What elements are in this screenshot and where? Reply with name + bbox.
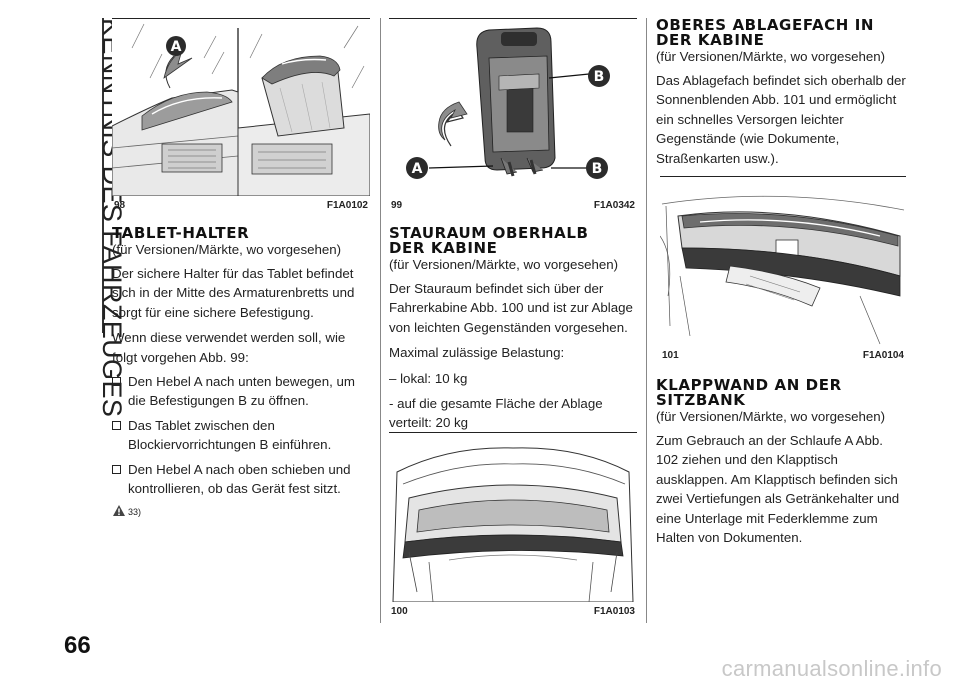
section-subheading: (für Versionen/Märkte, wo vorgesehen) [112, 242, 342, 257]
warning-reference: 33) [112, 504, 370, 517]
section-heading-line-1: KLAPPWAND AN DER [656, 376, 842, 394]
page-number: 66 [64, 632, 91, 659]
step-text: Das Tablet zwischen den Blockiervorricht… [128, 417, 332, 453]
figure-101: 101 F1A0104 [660, 176, 906, 364]
section-heading-line-2: DER KABINE [656, 31, 765, 49]
paragraph: - auf die gesamte Fläche der Ablage vert… [389, 396, 603, 431]
paragraph: Der sichere Halter für das Tablet befind… [112, 266, 355, 320]
figure-98: A 98 F1A0102 [112, 18, 370, 214]
section-heading-line-1: OBERES ABLAGEFACH IN [656, 16, 875, 34]
figure-99-caption: 99 F1A0342 [389, 196, 637, 214]
figure-101-illustration [660, 176, 906, 346]
column-separator [380, 18, 381, 623]
section-subheading: (für Versionen/Märkte, wo vorgesehen) [656, 49, 886, 64]
paragraph: Maximal zulässige Belastung: [389, 345, 565, 361]
section-subheading: (für Versionen/Märkte, wo vorgesehen) [656, 409, 886, 424]
upper-compartment-section: OBERES ABLAGEFACH IN DER KABINE (für Ver… [656, 18, 906, 168]
figure-code: F1A0103 [593, 606, 635, 617]
figure-100-illustration [389, 432, 637, 602]
section-heading-line-2: SITZBANK [656, 391, 746, 409]
step-text: Den Hebel A nach unten bewegen, um die B… [128, 374, 355, 409]
column-3: OBERES ABLAGEFACH IN DER KABINE (für Ver… [656, 18, 906, 545]
figure-code: F1A0342 [593, 200, 635, 211]
tablet-holder-section: TABLET-HALTER (für Versionen/Märkte, wo … [112, 226, 370, 517]
figure-100-caption: 100 F1A0103 [389, 602, 637, 620]
checkbox-bullet-icon [112, 377, 121, 387]
section-heading-line-2: DER KABINE [389, 239, 498, 257]
storage-above-cabin-section: STAURAUM OBERHALB DER KABINE (für Versio… [389, 226, 637, 433]
section-heading-line-1: STAURAUM OBERHALB [389, 224, 589, 242]
figure-98-illustration: A [112, 18, 370, 196]
paragraph: – lokal: 10 kg [389, 370, 468, 386]
figure-99: B A B 99 F1A0342 [389, 18, 637, 214]
step-text: Den Hebel A nach oben schieben und kontr… [128, 461, 351, 497]
step-item: Das Tablet zwischen den Blockiervorricht… [112, 416, 370, 455]
figure-99-marker-a: A [412, 161, 423, 177]
side-tab: KENNTNIS DES FAHRZEUGES [0, 0, 127, 686]
figure-101-caption: 101 F1A0104 [660, 346, 906, 364]
folding-wall-section: KLAPPWAND AN DER SITZBANK (für Versionen… [656, 378, 906, 547]
figure-number: 101 [662, 350, 679, 361]
column-separator [646, 18, 647, 623]
figure-number: 99 [391, 200, 403, 211]
paragraph: Wenn diese verwendet werden soll, wie fo… [112, 330, 346, 365]
figure-code: F1A0102 [326, 200, 368, 211]
paragraph: Zum Gebrauch an der Schlaufe A Abb. 102 … [656, 433, 900, 546]
checkbox-bullet-icon [112, 464, 121, 474]
warning-number: 33) [128, 507, 142, 518]
figure-number: 100 [391, 606, 408, 617]
section-subheading: (für Versionen/Märkte, wo vorgesehen) [389, 257, 619, 272]
figure-number: 98 [114, 200, 126, 211]
figure-98-caption: 98 F1A0102 [112, 196, 370, 214]
section-heading: TABLET-HALTER [112, 224, 250, 242]
step-item: Den Hebel A nach unten bewegen, um die B… [112, 372, 370, 411]
figure-98-marker-a: A [171, 39, 182, 55]
side-tab-rule [102, 18, 104, 333]
figure-99-marker-b-top: B [594, 69, 605, 85]
step-item: Den Hebel A nach oben schieben und kontr… [112, 460, 370, 499]
paragraph: Das Ablagefach befindet sich oberhalb de… [656, 73, 906, 166]
paragraph: Der Stauraum befindet sich über der Fahr… [389, 281, 633, 335]
figure-99-illustration: B A B [389, 18, 637, 196]
watermark: carmanualsonline.info [721, 656, 942, 681]
figure-code: F1A0104 [862, 350, 904, 361]
warning-triangle-icon [113, 505, 125, 517]
figure-100: 100 F1A0103 [389, 432, 637, 620]
figure-99-marker-b-bottom: B [592, 161, 603, 177]
checkbox-bullet-icon [112, 420, 121, 430]
